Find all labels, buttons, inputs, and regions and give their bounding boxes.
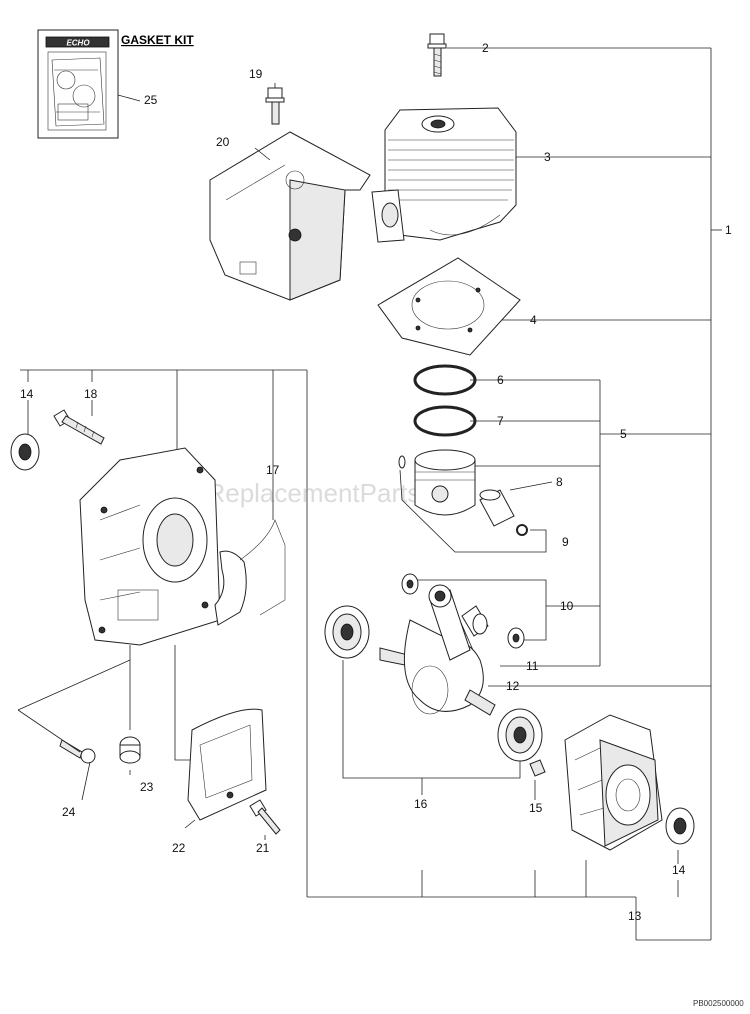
callout-24: 24 <box>62 805 76 819</box>
callout-12: 12 <box>506 679 520 693</box>
assembly-bracket-5 <box>399 379 601 667</box>
callout-10: 10 <box>560 599 574 613</box>
callout-14-left: 14 <box>20 387 34 401</box>
gasket-kit-title: GASKET KIT <box>121 33 194 47</box>
piston-ring-part-6[interactable] <box>413 364 477 396</box>
callout-9: 9 <box>562 535 569 549</box>
callout-5: 5 <box>620 427 627 441</box>
bolt-part-19[interactable] <box>265 87 285 125</box>
callout-3: 3 <box>544 150 551 164</box>
needle-bearing-part-11[interactable] <box>461 605 489 637</box>
bolt-part-2[interactable] <box>427 33 447 77</box>
callout-7: 7 <box>497 414 504 428</box>
callout-22: 22 <box>172 841 186 855</box>
callout-19: 19 <box>249 67 263 81</box>
callout-4: 4 <box>530 313 537 327</box>
circlip-part-9[interactable] <box>516 524 528 536</box>
cylinder-part-3[interactable] <box>371 107 517 243</box>
callout-11: 11 <box>526 659 539 673</box>
assembly-bracket-left <box>20 369 679 940</box>
screw-part-24[interactable] <box>59 739 96 764</box>
crankcase-left[interactable] <box>79 447 221 646</box>
callout-18: 18 <box>84 387 98 401</box>
callout-14-right: 14 <box>672 863 686 877</box>
callout-21: 21 <box>256 841 270 855</box>
oil-seal-part-14-right[interactable] <box>665 807 695 845</box>
leader-lines-lower-left <box>17 83 276 840</box>
dowel-pin-part-15[interactable] <box>529 759 546 777</box>
oil-seal-part-14-left[interactable] <box>10 433 40 471</box>
diagram-code: PB002500000 <box>693 999 744 1008</box>
callout-1: 1 <box>725 223 732 237</box>
crankcase-right-part-13[interactable] <box>564 714 663 851</box>
piston-pin-part-8[interactable] <box>479 489 515 527</box>
bearing-part-16-left[interactable] <box>324 605 370 659</box>
callout-2: 2 <box>482 41 489 55</box>
callout-23: 23 <box>140 780 154 794</box>
callout-17: 17 <box>266 463 280 477</box>
piston-ring-part-7[interactable] <box>413 405 477 437</box>
callout-16: 16 <box>414 797 428 811</box>
bearing-part-16-right[interactable] <box>497 708 543 762</box>
callout-13: 13 <box>628 909 642 923</box>
washer-part-10[interactable] <box>401 573 525 649</box>
callout-15: 15 <box>529 801 543 815</box>
callout-6: 6 <box>497 373 504 387</box>
callout-20: 20 <box>216 135 230 149</box>
gasket-kit[interactable]: ECHO <box>37 29 141 139</box>
crankshaft-part-12[interactable] <box>379 584 496 716</box>
bolt-part-18[interactable] <box>53 409 105 445</box>
callout-25: 25 <box>144 93 158 107</box>
piston[interactable] <box>398 449 476 516</box>
nut-part-23[interactable] <box>119 736 141 764</box>
cylinder-gasket-part-4[interactable] <box>377 257 521 356</box>
callout-labels: 1 2 3 4 5 6 7 8 9 10 11 12 13 14 14 15 1… <box>20 41 732 923</box>
gasket-kit-brand: ECHO <box>66 39 90 48</box>
screw-part-21[interactable] <box>249 799 281 835</box>
callout-8: 8 <box>556 475 563 489</box>
plate-part-22[interactable] <box>187 708 267 821</box>
shroud-part-20[interactable] <box>209 131 371 301</box>
crankcase-gasket-part-17[interactable] <box>214 519 286 626</box>
